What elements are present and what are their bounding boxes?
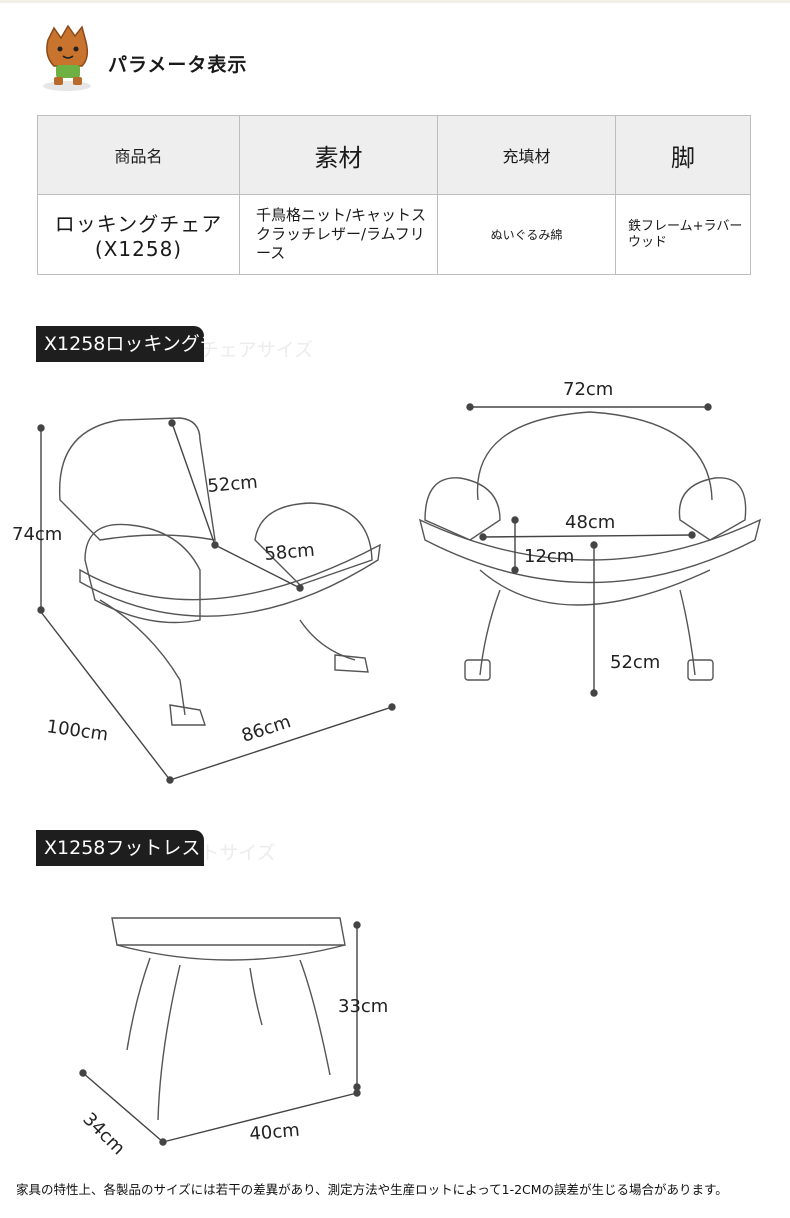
cell-material: 千鳥格ニット/キャットスクラッチレザー/ラムフリース bbox=[239, 194, 438, 275]
cell-product-name: ロッキングチェア (X1258) bbox=[37, 194, 240, 275]
chair-front-drawing bbox=[418, 411, 762, 681]
dim-back: 52cm bbox=[207, 472, 259, 497]
dim-seat: 58cm bbox=[264, 540, 316, 565]
spec-table: 商品名 素材 充填材 脚 ロッキングチェア (X1258) 千鳥格ニット/キャッ… bbox=[37, 115, 751, 275]
chair-side-drawing bbox=[58, 417, 381, 726]
dim-depth: 100cm bbox=[45, 716, 109, 745]
dim-footrest-width: 40cm bbox=[249, 1120, 301, 1145]
header-title: パラメータ表示 bbox=[108, 54, 248, 76]
footrest-drawing bbox=[111, 917, 346, 1121]
header-legs: 脚 bbox=[615, 115, 751, 195]
section-label-footrest: X1258フットレストサイズ bbox=[36, 830, 204, 866]
cell-legs: 鉄フレーム+ラバーウッド bbox=[615, 194, 751, 275]
spec-table-header: 商品名 素材 充填材 脚 bbox=[37, 115, 751, 195]
section-label-chair: X1258ロッキングチェアサイズ bbox=[36, 326, 204, 362]
dim-front-width: 72cm bbox=[563, 379, 613, 400]
table-row: ロッキングチェア (X1258) 千鳥格ニット/キャットスクラッチレザー/ラムフ… bbox=[37, 194, 751, 275]
dim-seat-width: 48cm bbox=[565, 512, 615, 533]
header-product-name: 商品名 bbox=[37, 115, 240, 195]
top-border bbox=[0, 0, 790, 3]
dim-seat-depth: 12cm bbox=[524, 546, 574, 567]
dim-footrest-depth: 34cm bbox=[78, 1109, 128, 1159]
tree-stump-mascot-icon bbox=[34, 22, 104, 94]
dim-height: 74cm bbox=[12, 524, 62, 545]
header-material: 素材 bbox=[239, 115, 438, 195]
dim-footrest-height: 33cm bbox=[338, 996, 388, 1017]
dim-seat-height: 52cm bbox=[610, 652, 660, 673]
footer-note: 家具の特性上、各製品のサイズには若干の差異があり、測定方法や生産ロットによって1… bbox=[16, 1182, 728, 1197]
section-header: パラメータ表示 bbox=[34, 22, 274, 94]
